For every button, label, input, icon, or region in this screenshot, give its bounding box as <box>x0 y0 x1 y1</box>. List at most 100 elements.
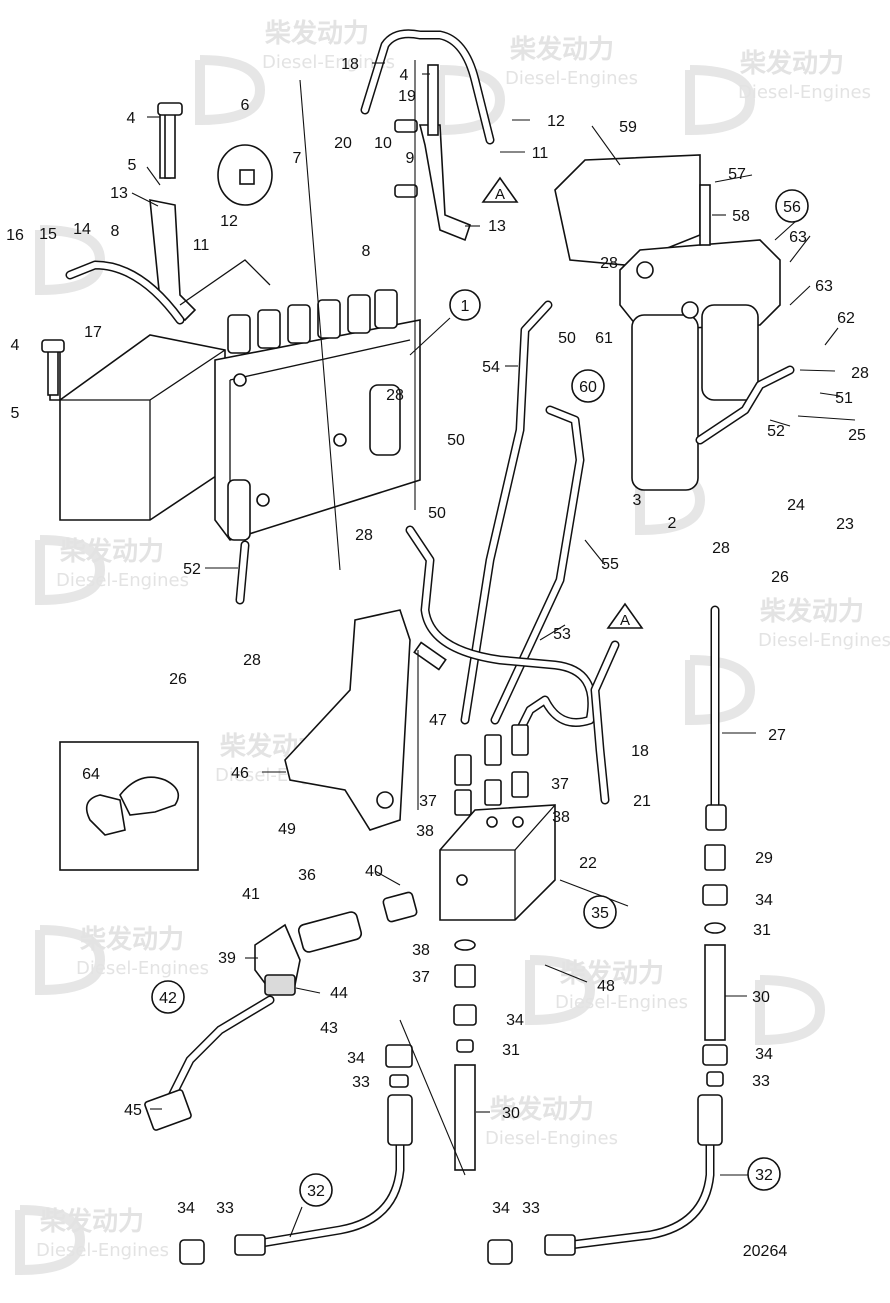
callout: 64 <box>82 766 100 783</box>
watermark-sub: Diesel-Engines <box>76 958 209 979</box>
callout: 45 <box>124 1102 142 1119</box>
callout: 28 <box>600 255 618 272</box>
lower-center-pipe <box>453 939 477 1171</box>
callout: 43 <box>320 1020 338 1037</box>
callout: 8 <box>111 223 120 240</box>
callout: 4 <box>127 110 136 127</box>
callout: 57 <box>728 166 746 183</box>
callout: 22 <box>579 855 597 872</box>
watermark-sub: Diesel-Engines <box>36 1240 169 1261</box>
callout: 2 <box>668 515 677 532</box>
callout: 29 <box>755 850 773 867</box>
callout: 10 <box>374 135 392 152</box>
callout: 50 <box>447 432 465 449</box>
callout: 41 <box>242 886 260 903</box>
callout: 38 <box>416 823 434 840</box>
callout-circle <box>583 895 617 929</box>
callout: 27 <box>768 727 786 744</box>
nut-34-br <box>487 1239 513 1265</box>
watermark-sub: Diesel-Engines <box>758 630 890 651</box>
callout: 47 <box>429 712 447 729</box>
callout: 19 <box>398 88 416 105</box>
pressure-sensor <box>254 891 418 996</box>
callout: 14 <box>73 221 91 238</box>
injection-pump <box>59 289 421 541</box>
callout: 21 <box>633 793 651 810</box>
callout: 32 <box>307 1183 325 1200</box>
callout: 61 <box>595 330 613 347</box>
callout: 50 <box>428 505 446 522</box>
callout: 39 <box>218 950 236 967</box>
watermark-brand: 柴发动力 <box>264 18 369 49</box>
lower-right-pipe <box>702 844 728 1087</box>
callout: 44 <box>330 985 348 1002</box>
watermark-brand: 柴发动力 <box>489 1094 594 1125</box>
callout: 35 <box>591 905 609 922</box>
callout: 12 <box>547 113 565 130</box>
watermark-sub: Diesel-Engines <box>56 570 189 591</box>
callout: 15 <box>39 226 57 243</box>
callout-circle <box>775 189 809 223</box>
callout: 37 <box>419 793 437 810</box>
callout-circle <box>449 289 481 321</box>
drawing-layer: A A <box>41 29 856 1265</box>
callout: 1 <box>461 298 470 315</box>
fittings-37 <box>454 724 529 816</box>
callout: 63 <box>789 229 807 246</box>
callout: 6 <box>241 97 250 114</box>
watermark-brand: 柴发动力 <box>509 34 614 65</box>
leader-lines <box>131 62 856 1238</box>
callout: 55 <box>601 556 619 573</box>
callout: 37 <box>412 969 430 986</box>
manifold-block-35 <box>439 804 556 921</box>
watermark-sub: Diesel-Engines <box>555 992 688 1013</box>
callout: 28 <box>712 540 730 557</box>
callout: 5 <box>128 157 137 174</box>
callout-circle <box>571 369 605 403</box>
callout: 11 <box>532 145 549 162</box>
watermark-sub: Diesel-Engines <box>505 68 638 89</box>
nut-34-bl <box>179 1239 205 1265</box>
callout: 17 <box>84 324 102 341</box>
callout: 18 <box>341 56 359 73</box>
callout: 33 <box>522 1200 540 1217</box>
callout: 25 <box>848 427 866 444</box>
callout: 30 <box>502 1105 520 1122</box>
drawing-number: 20264 <box>743 1243 788 1260</box>
callout: 34 <box>492 1200 510 1217</box>
watermark-sub: Diesel-Engines <box>262 52 395 73</box>
callout: 31 <box>753 922 771 939</box>
connector-45 <box>144 1089 192 1131</box>
callout: 52 <box>767 423 785 440</box>
bracket-13 <box>418 124 471 242</box>
callout: 62 <box>837 310 855 327</box>
callout: 40 <box>365 863 383 880</box>
callout: 32 <box>755 1167 773 1184</box>
callout: 7 <box>293 150 302 167</box>
callout: 46 <box>231 765 249 782</box>
callout: 49 <box>278 821 296 838</box>
callout: 52 <box>183 561 201 578</box>
callout: 51 <box>835 390 853 407</box>
bolts-upper <box>41 102 418 396</box>
callout: 33 <box>752 1073 770 1090</box>
ref-marker-A-mid: A <box>606 602 644 629</box>
fuel-filter-assembly <box>554 154 781 491</box>
callout: 34 <box>347 1050 365 1067</box>
watermark-brand: 柴发动力 <box>759 596 864 627</box>
wiring-harness <box>165 995 275 1105</box>
callout: 58 <box>732 208 750 225</box>
watermark-brand: 柴发动力 <box>739 48 844 79</box>
callout: 48 <box>597 978 615 995</box>
callout: 28 <box>386 387 404 404</box>
callout: 38 <box>412 942 430 959</box>
watermark-brand: 柴发动力 <box>59 536 164 567</box>
callout: 59 <box>619 119 637 136</box>
hose-55 <box>490 405 585 725</box>
callout: 26 <box>771 569 789 586</box>
callout: 4 <box>400 67 409 84</box>
ref-label: A <box>620 612 630 629</box>
callout: 4 <box>11 337 20 354</box>
callout: 31 <box>502 1042 520 1059</box>
